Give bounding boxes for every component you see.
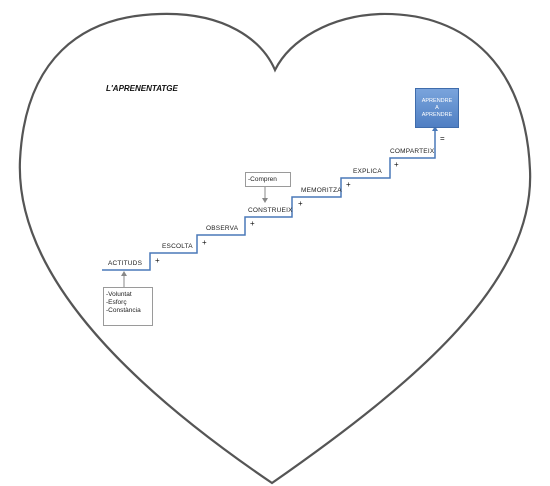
goal-line: A — [435, 104, 439, 111]
step-actituds: ACTITUDS — [108, 260, 143, 267]
diagram-title: L'APRENENTATGE — [106, 84, 178, 93]
goal-arrowhead — [432, 126, 438, 131]
plus-sign: + — [394, 160, 399, 169]
step-explica: EXPLICA — [353, 168, 382, 175]
plus-sign: + — [298, 199, 303, 208]
step-escolta: ESCOLTA — [162, 243, 193, 250]
understand-arrowhead — [262, 198, 268, 203]
attitudes-item: -Constància — [106, 307, 141, 314]
step-comparteix: COMPARTEIX — [390, 148, 435, 155]
attitudes-box: -Voluntat -Esforç -Constància — [103, 287, 153, 326]
plus-sign: + — [202, 238, 207, 247]
equals-sign: = — [440, 134, 445, 143]
plus-sign: + — [155, 256, 160, 265]
step-memoritza: MEMORITZA — [301, 187, 342, 194]
goal-line: APRENDRE — [421, 111, 453, 118]
goal-line: APRENDRE — [421, 97, 453, 104]
plus-sign: + — [250, 219, 255, 228]
attitudes-arrowhead — [121, 271, 127, 276]
attitudes-item: -Esforç — [106, 299, 127, 306]
plus-sign: + — [346, 180, 351, 189]
heart-outline — [18, 12, 532, 485]
understand-label: -Compren — [248, 176, 277, 183]
understand-box: -Compren — [245, 172, 291, 187]
step-construeix: CONSTRUEIX — [248, 207, 293, 214]
step-observa: OBSERVA — [206, 225, 239, 232]
goal-box: APRENDRE A APRENDRE — [415, 88, 459, 128]
staircase-line — [102, 128, 436, 271]
attitudes-item: -Voluntat — [106, 291, 132, 298]
